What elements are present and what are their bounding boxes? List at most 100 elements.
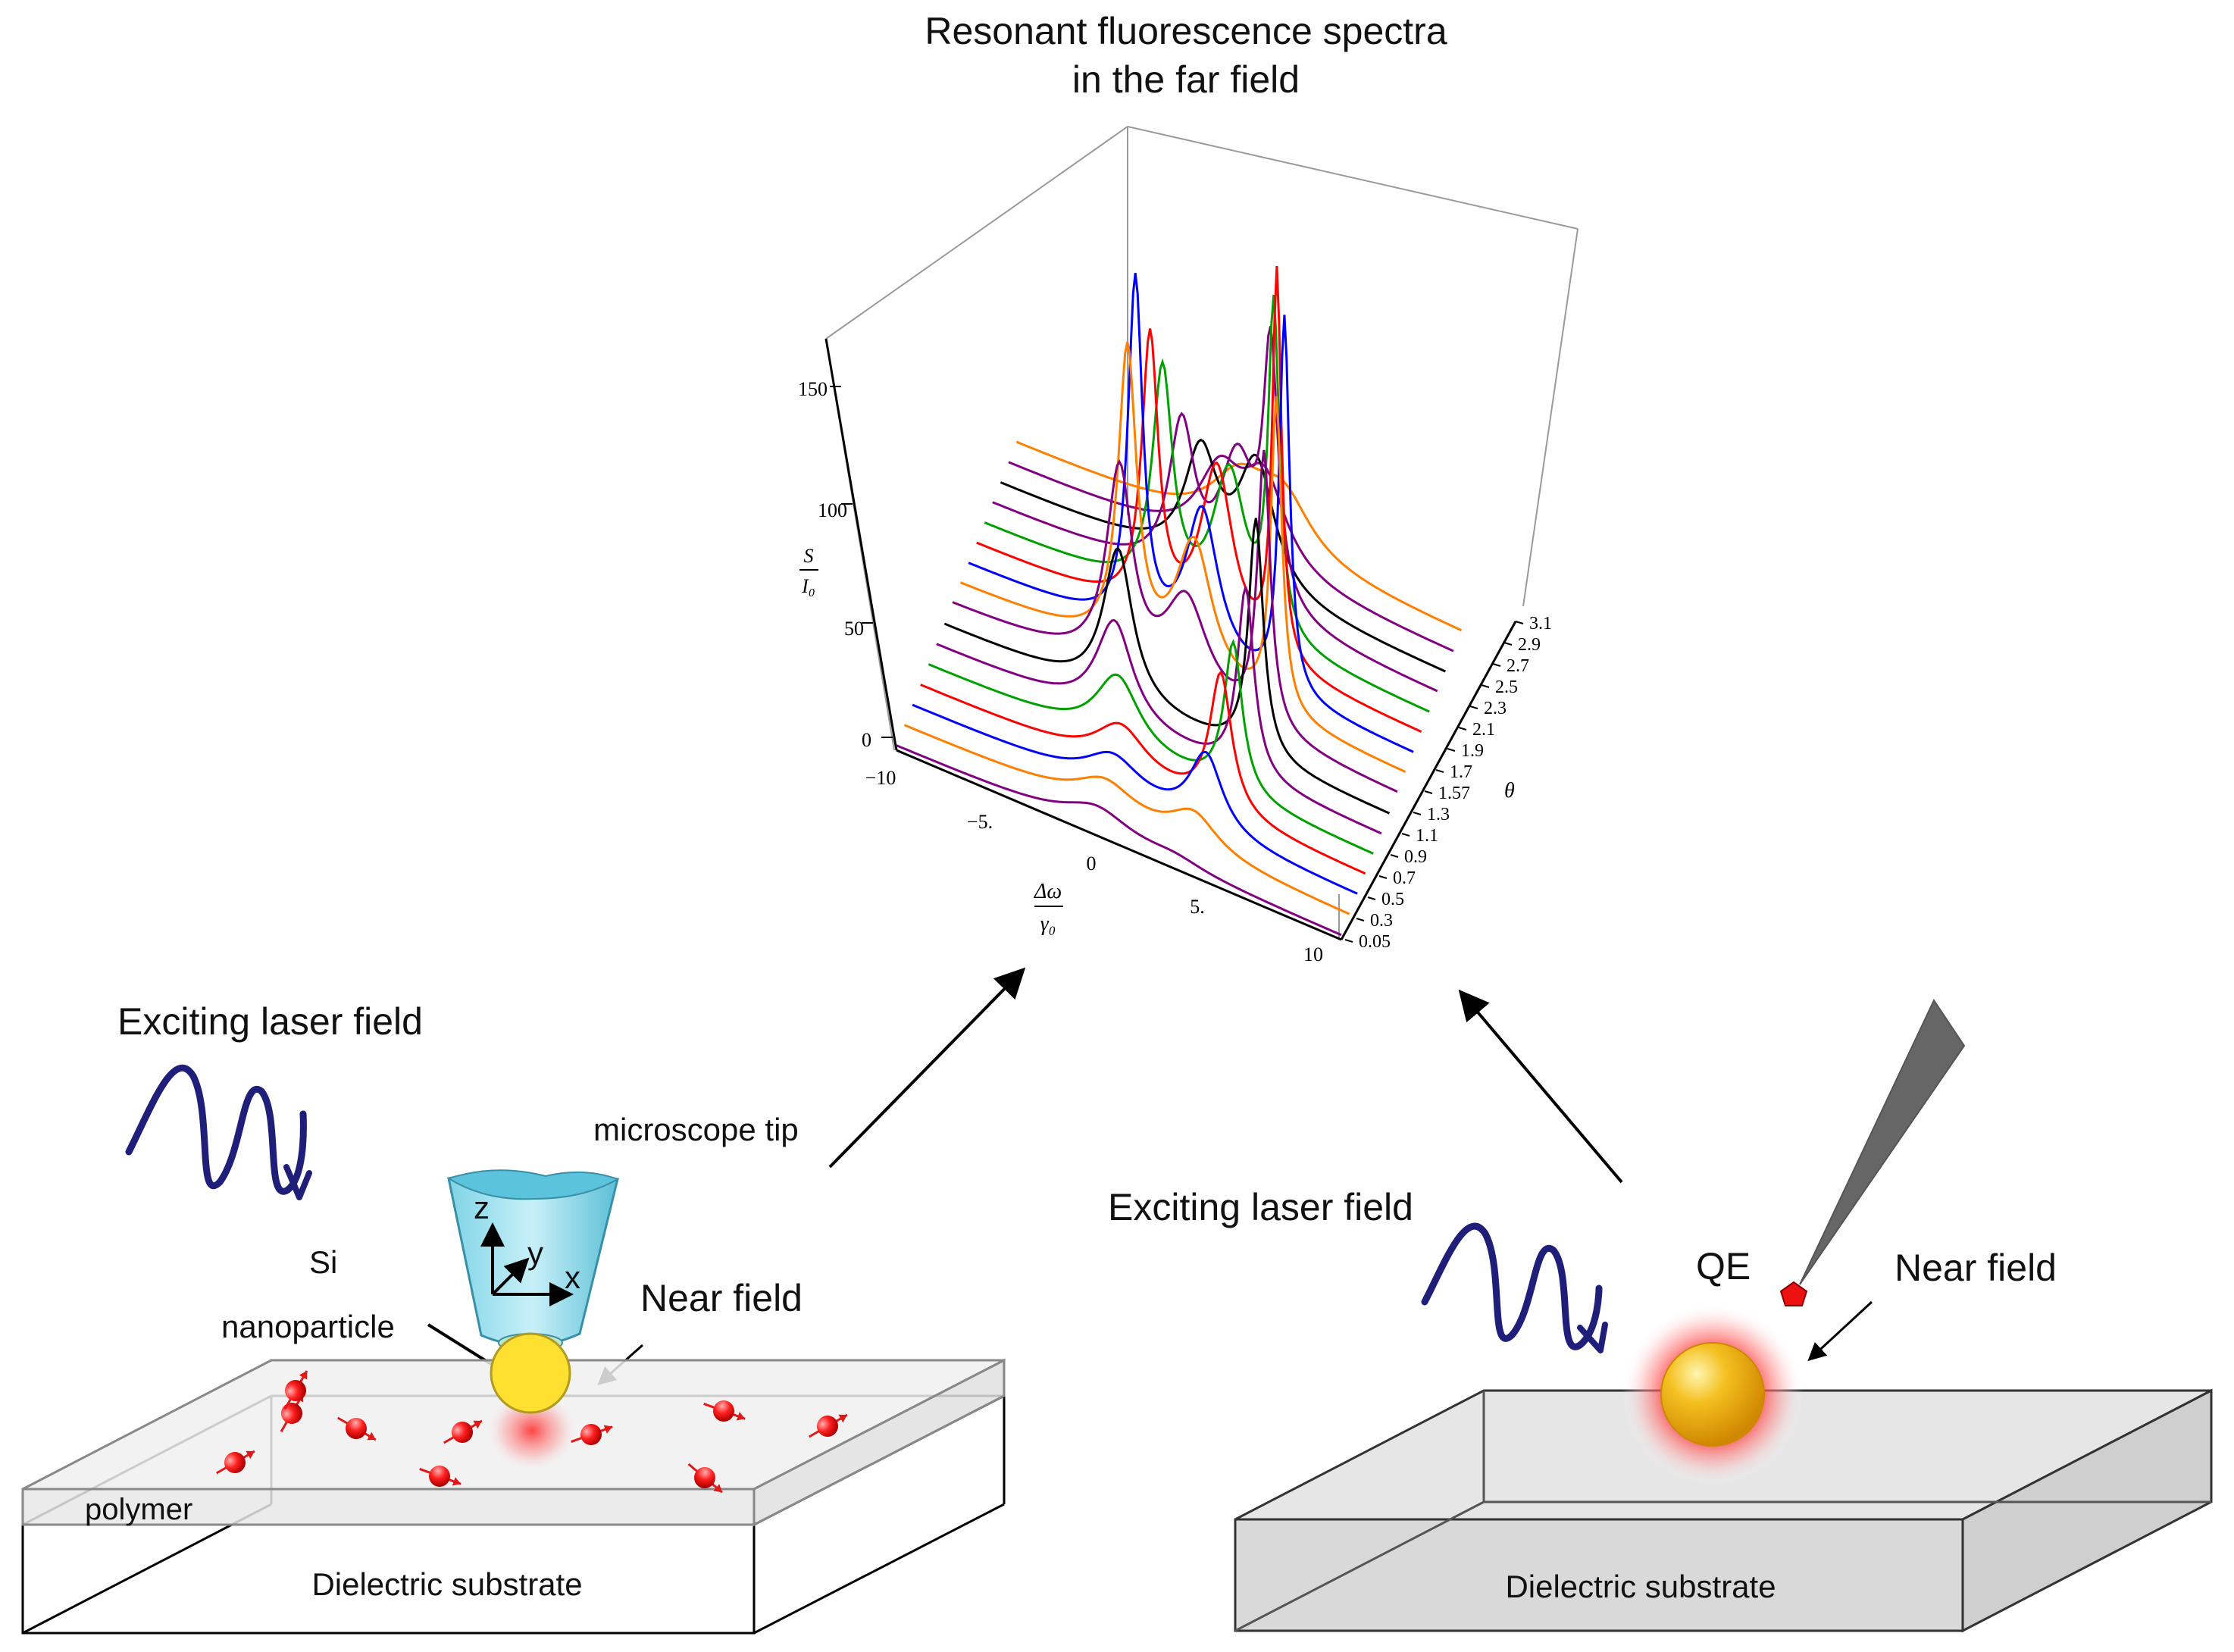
left-laser-label: Exciting laser field bbox=[117, 1000, 423, 1043]
theta-tick-mark bbox=[1356, 918, 1365, 921]
z-tick-100: 100 bbox=[818, 499, 847, 521]
x-label-numerator: Δω bbox=[1034, 880, 1062, 903]
spectrum-curve-theta-1.3 bbox=[943, 518, 1391, 815]
x-tick-5: 5. bbox=[1190, 896, 1205, 918]
left-near-field-glow bbox=[485, 1389, 579, 1472]
tip-axis-x-label: x bbox=[565, 1259, 580, 1295]
dipole-molecule bbox=[809, 1413, 848, 1438]
theta-tick-mark bbox=[1492, 663, 1501, 667]
z-tick-50: 50 bbox=[844, 618, 864, 640]
theta-tick-mark bbox=[1424, 790, 1433, 794]
spectrum-curve-theta-1.57 bbox=[952, 449, 1398, 793]
theta-tick-mark bbox=[1344, 939, 1353, 943]
theta-tick-mark bbox=[1378, 875, 1388, 879]
dipole-molecules bbox=[216, 1370, 848, 1494]
dipole-molecule bbox=[687, 1463, 723, 1494]
theta-tick-1.7: 1.7 bbox=[1450, 762, 1472, 782]
dipole-molecule bbox=[337, 1416, 377, 1441]
nanoparticle-label: nanoparticle bbox=[221, 1309, 395, 1344]
qe-label: QE bbox=[1696, 1245, 1751, 1287]
spectrum-curve-theta-2.3 bbox=[984, 294, 1430, 713]
theta-tick-0.3: 0.3 bbox=[1370, 911, 1393, 931]
left-laser-wave-arrow bbox=[283, 1164, 312, 1200]
si-label: Si bbox=[309, 1244, 337, 1280]
chart-title-line2: in the far field bbox=[1072, 58, 1300, 101]
theta-tick-mark bbox=[1481, 684, 1490, 688]
polymer-label: polymer bbox=[85, 1493, 192, 1526]
theta-tick-mark bbox=[1435, 769, 1444, 773]
theta-tick-1.9: 1.9 bbox=[1461, 741, 1484, 761]
theta-tick-mark bbox=[1503, 642, 1513, 646]
theta-tick-mark bbox=[1515, 621, 1524, 624]
z-tick-0: 0 bbox=[862, 729, 871, 751]
spectrum-curve-theta-3.1 bbox=[1015, 440, 1463, 632]
theta-tick-0.7: 0.7 bbox=[1393, 868, 1416, 888]
tip-coordinate-axes bbox=[480, 1222, 574, 1306]
spectrum-curve-theta-1.9 bbox=[968, 273, 1414, 753]
chart-title-line1: Resonant fluorescence spectra bbox=[925, 10, 1447, 52]
theta-tick-2.7: 2.7 bbox=[1507, 656, 1529, 676]
spectrum-curve-theta-2.1 bbox=[976, 265, 1422, 733]
dipole-molecule bbox=[283, 1370, 308, 1410]
z-label-numerator: S bbox=[804, 545, 814, 567]
spectrum-curve-theta-0.7 bbox=[920, 670, 1366, 875]
x-tick-0: 0 bbox=[1087, 853, 1097, 874]
theta-tick-1.3: 1.3 bbox=[1427, 805, 1450, 824]
spectrum-curve-theta-0.9 bbox=[928, 639, 1374, 855]
z-axis-ticks bbox=[830, 386, 893, 738]
afm-tip bbox=[1799, 998, 1966, 1285]
microscope-tip bbox=[446, 1169, 620, 1353]
tip-axis-z-label: z bbox=[474, 1190, 490, 1225]
theta-tick-2.1: 2.1 bbox=[1472, 720, 1495, 740]
theta-tick-mark bbox=[1413, 812, 1422, 815]
z-label-denominator: I₀ bbox=[801, 575, 815, 597]
arrow-left-to-spectra bbox=[828, 967, 1026, 1169]
theta-tick-2.5: 2.5 bbox=[1495, 677, 1518, 697]
theta-tick-mark bbox=[1401, 833, 1410, 837]
dipole-molecule bbox=[571, 1424, 613, 1445]
spectrum-curve-theta-2.9 bbox=[1008, 454, 1454, 652]
left-near-field-label: Near field bbox=[640, 1277, 803, 1319]
left-substrate-label: Dielectric substrate bbox=[311, 1566, 582, 1602]
theta-axis-ticks: 0.050.30.50.70.91.11.31.571.71.92.12.32.… bbox=[1344, 614, 1552, 952]
theta-tick-mark bbox=[1458, 727, 1467, 731]
arrow-right-to-spectra bbox=[1458, 989, 1623, 1184]
z-axis-label: S I₀ bbox=[799, 545, 818, 597]
theta-tick-0.05: 0.05 bbox=[1359, 932, 1391, 952]
right-laser-wave bbox=[1421, 1222, 1603, 1350]
quantum-emitter-icon bbox=[1779, 1281, 1808, 1306]
spectrum-curve-theta-1.1 bbox=[936, 587, 1382, 835]
theta-axis-label: θ bbox=[1504, 779, 1515, 803]
theta-tick-mark bbox=[1367, 896, 1376, 900]
nanoparticle-pointer bbox=[427, 1323, 493, 1366]
spectrum-curve-theta-2.7 bbox=[1000, 438, 1446, 673]
gold-nanoparticle bbox=[1660, 1342, 1765, 1447]
dipole-molecule bbox=[703, 1400, 746, 1422]
dipole-molecule bbox=[419, 1466, 462, 1487]
spectrum-curve-theta-0.05 bbox=[896, 744, 1342, 937]
theta-tick-0.5: 0.5 bbox=[1381, 890, 1404, 909]
theta-tick-0.9: 0.9 bbox=[1404, 847, 1427, 867]
x-tick-10: 10 bbox=[1303, 943, 1323, 965]
theta-tick-mark bbox=[1469, 706, 1478, 709]
right-near-field-label: Near field bbox=[1895, 1247, 2057, 1289]
x-label-denominator: γ₀ bbox=[1040, 912, 1056, 936]
x-tick-neg5: −5. bbox=[967, 811, 993, 833]
theta-tick-mark bbox=[1447, 748, 1456, 752]
theta-tick-1.57: 1.57 bbox=[1438, 784, 1470, 803]
right-laser-label: Exciting laser field bbox=[1108, 1186, 1413, 1228]
theta-tick-mark bbox=[1390, 854, 1399, 858]
plot-axes bbox=[824, 338, 1517, 941]
dipole-molecule bbox=[443, 1419, 483, 1444]
theta-tick-2.3: 2.3 bbox=[1484, 699, 1507, 718]
x-axis-label: Δω γ₀ bbox=[1034, 880, 1063, 936]
theta-tick-3.1: 3.1 bbox=[1529, 614, 1552, 634]
right-substrate-label: Dielectric substrate bbox=[1505, 1569, 1776, 1604]
dipole-molecule bbox=[216, 1450, 255, 1475]
right-near-field-arrow bbox=[1807, 1300, 1873, 1362]
microscope-tip-label: microscope tip bbox=[593, 1112, 799, 1147]
spectrum-curve-theta-0.5 bbox=[912, 703, 1358, 895]
spectra-curves bbox=[896, 265, 1463, 937]
tip-axis-y-label: y bbox=[527, 1235, 543, 1271]
